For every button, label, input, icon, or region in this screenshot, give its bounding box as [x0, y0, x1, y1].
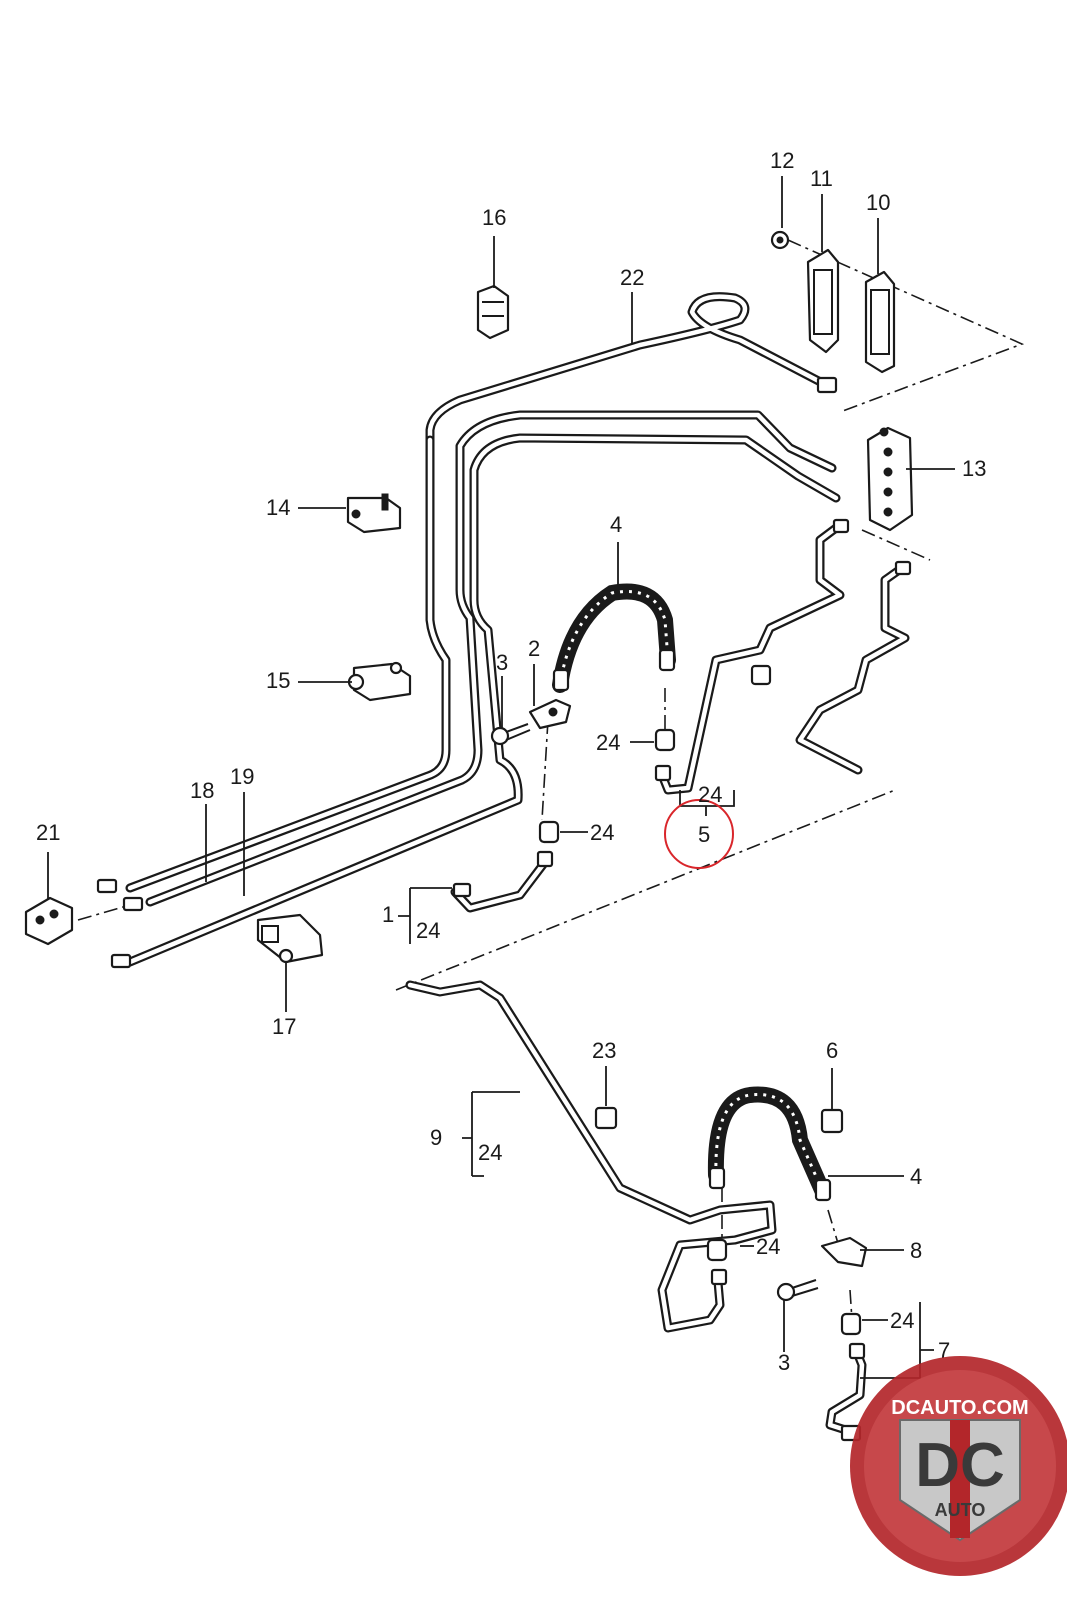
gasket-11	[806, 248, 840, 354]
callout-7-24: 24	[890, 1308, 914, 1333]
callout-10: 10	[866, 190, 890, 215]
callout-24a: 24	[596, 730, 620, 755]
holder-17	[256, 913, 324, 964]
bolt-3-bottom	[776, 1279, 819, 1302]
callout-11: 11	[810, 166, 833, 191]
block-21	[24, 896, 74, 946]
callout-4b: 4	[910, 1164, 922, 1189]
clip-15	[347, 661, 412, 702]
hose-bottom	[707, 1086, 832, 1202]
bolt-3-top	[490, 723, 531, 746]
callout-1: 1	[382, 902, 394, 927]
callout-3a: 3	[496, 650, 508, 675]
callout-22: 22	[620, 265, 644, 290]
callout-24b: 24	[590, 820, 614, 845]
callouts: 12 11 10 16 22 13 14 4 2 3 15 24 19 24 1…	[36, 148, 986, 1375]
clamp-24-d	[840, 1312, 862, 1336]
plate-10	[864, 270, 896, 374]
highlight-circle	[664, 799, 734, 869]
bracket-8	[820, 1236, 868, 1268]
clip-16	[476, 284, 510, 340]
clamp-24-a	[654, 728, 676, 752]
clip-small	[750, 664, 772, 686]
callout-9: 9	[430, 1125, 442, 1150]
clip-23	[594, 1106, 618, 1130]
callout-13: 13	[962, 456, 986, 481]
callout-4a: 4	[610, 512, 622, 537]
callout-19: 19	[230, 764, 254, 789]
nut-12	[770, 230, 790, 250]
callout-5: 5	[698, 822, 710, 847]
rigid-lines	[125, 292, 910, 1437]
clip-14	[346, 493, 402, 534]
callout-9-24: 24	[478, 1140, 502, 1165]
svg-text:DC: DC	[915, 1431, 1005, 1500]
callout-24c: 24	[756, 1234, 780, 1259]
callout-21: 21	[36, 820, 60, 845]
callout-23: 23	[592, 1038, 616, 1063]
callout-5-24: 24	[698, 782, 722, 807]
hose-top	[552, 583, 676, 693]
leader-lines	[47, 176, 955, 1379]
distribution-block-13	[866, 426, 914, 532]
callout-12: 12	[770, 148, 794, 173]
callout-16: 16	[482, 205, 506, 230]
callout-1-24: 24	[416, 918, 440, 943]
callout-8: 8	[910, 1238, 922, 1263]
dash-lines	[77, 239, 1025, 1321]
svg-text:AUTO: AUTO	[935, 1500, 986, 1520]
callout-17: 17	[272, 1014, 296, 1039]
callout-6: 6	[826, 1038, 838, 1063]
callout-15: 15	[266, 668, 290, 693]
callout-14: 14	[266, 495, 290, 520]
svg-text:DCAUTO.COM: DCAUTO.COM	[891, 1397, 1028, 1419]
clamp-24-c	[706, 1238, 728, 1262]
callout-2: 2	[528, 636, 540, 661]
callout-18: 18	[190, 778, 214, 803]
fittings	[96, 376, 912, 1442]
clamp-24-b	[538, 820, 560, 844]
callout-3b: 3	[778, 1350, 790, 1375]
bracket-2	[528, 698, 572, 730]
clip-6	[820, 1108, 844, 1134]
dcauto-logo: DCAUTO.COM DC AUTO	[850, 1356, 1067, 1576]
